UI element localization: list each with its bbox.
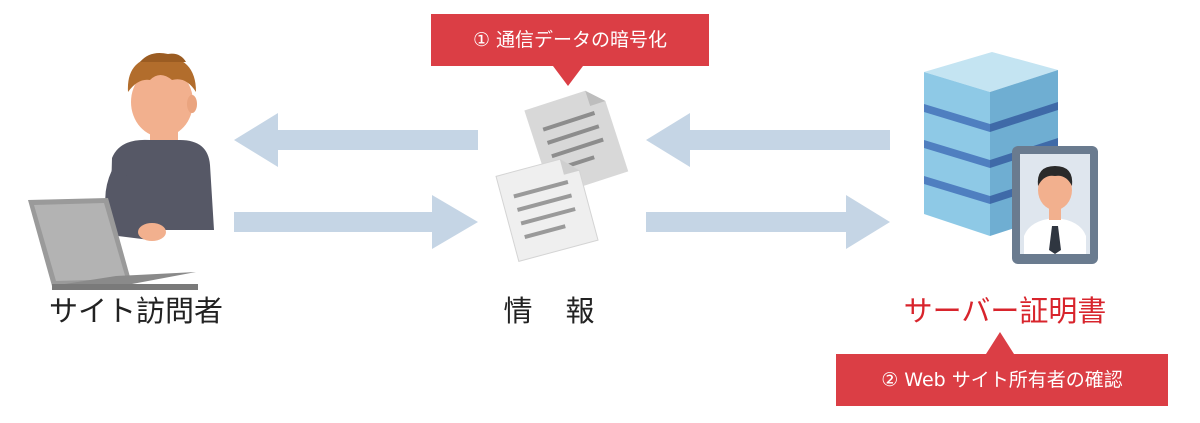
encryption-callout-text: ① 通信データの暗号化 xyxy=(472,28,668,51)
encryption-callout: ① 通信データの暗号化 xyxy=(431,14,709,66)
certificate-label: サーバー証明書 xyxy=(903,294,1107,328)
arrow-server-to-info xyxy=(646,113,890,167)
owner-check-callout: ② Web サイト所有者の確認 xyxy=(836,354,1168,406)
arrow-info-to-server xyxy=(646,195,890,249)
arrow-info-to-visitor xyxy=(234,113,478,167)
information-label: 情 報 xyxy=(503,294,597,328)
callout-bottom-pointer xyxy=(986,332,1014,354)
visitor-label: サイト訪問者 xyxy=(48,294,223,328)
owner-check-callout-text: ② Web サイト所有者の確認 xyxy=(881,368,1123,391)
documents-icon xyxy=(495,90,629,262)
callout-top-pointer xyxy=(553,66,583,86)
id-card-icon xyxy=(1012,146,1098,264)
person-with-laptop-icon xyxy=(28,53,214,290)
arrow-visitor-to-info xyxy=(234,195,478,249)
